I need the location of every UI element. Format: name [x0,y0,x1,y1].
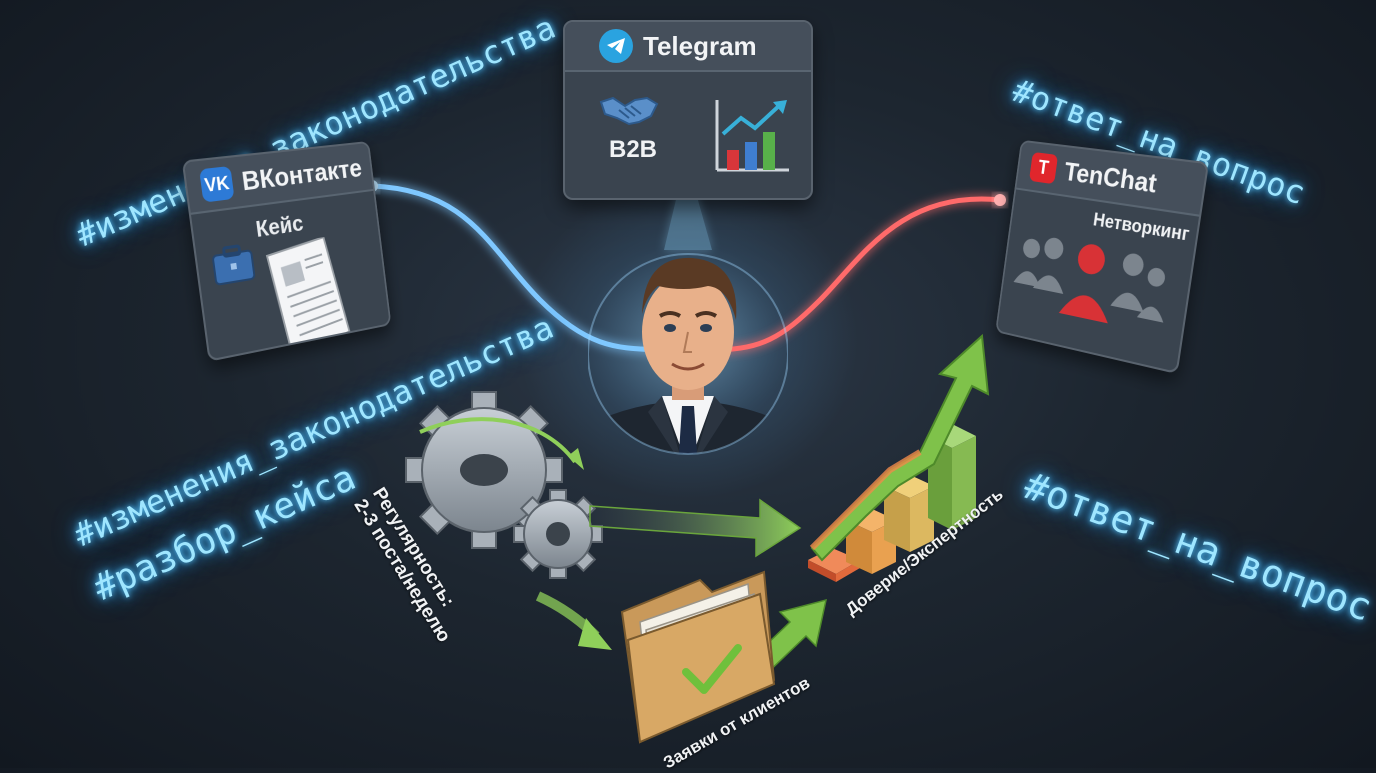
vk-panel-subtitle: Кейс [254,210,305,243]
telegram-connection-beam [664,158,712,250]
growth-chart-icon [715,100,789,172]
briefcase-icon [210,242,257,287]
people-group-icon [1013,236,1167,324]
telegram-panel: Telegram B2B [563,20,813,200]
businessman-avatar [588,253,788,455]
tenchat-panel: T TenChat Нетворкинг [995,139,1210,375]
telegram-panel-header: Telegram [565,22,811,72]
vk-logo-icon: VK [199,165,235,203]
gears-icon [405,391,603,579]
tenchat-panel-title: TenChat [1062,155,1159,199]
regularity-to-folder-arrow [535,591,612,650]
vk-panel-title: ВКонтакте [239,152,364,196]
tenchat-connection-line [719,196,1001,353]
vk-panel: VK ВКонтакте Кейс [181,140,392,362]
vk-connection-line [371,183,661,353]
handshake-icon [599,96,659,126]
document-icon [260,235,355,362]
tenchat-logo-icon: T [1028,151,1059,185]
telegram-panel-title: Telegram [643,30,757,61]
tenchat-connection-node [994,194,1006,206]
bar-growth-arrow-icon [808,333,990,582]
folder-check-icon [620,570,776,744]
telegram-plane-icon [599,29,633,63]
gears-to-growth-arrow [589,498,802,558]
telegram-panel-subtitle: B2B [609,136,658,163]
